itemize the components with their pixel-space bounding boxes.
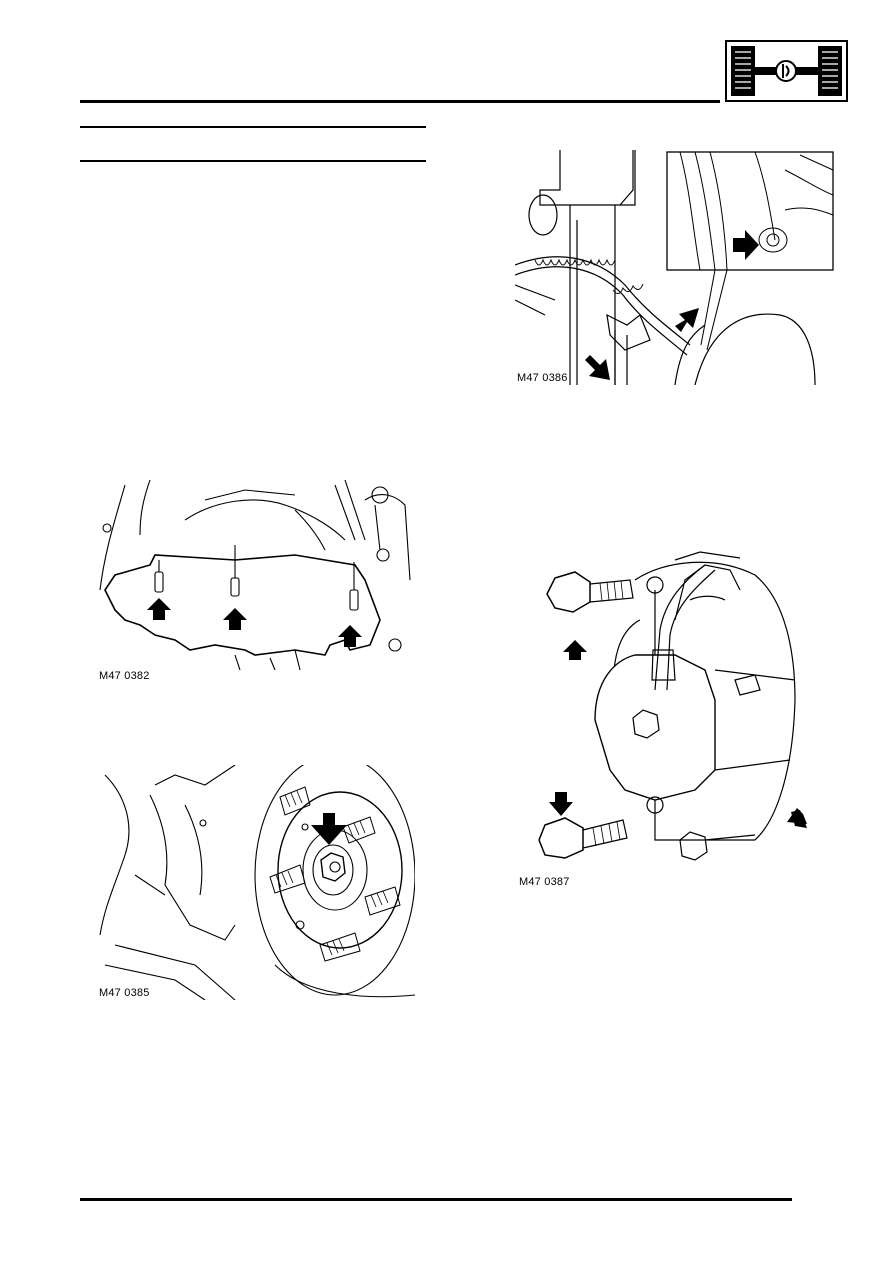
figure-m47-0385: M47 0385 [95,765,415,1000]
figure-m47-0382: M47 0382 [95,480,420,682]
footer-rule [80,1198,792,1201]
figure-caption: M47 0385 [99,987,150,999]
header-rule [80,100,720,103]
left-section-rule-bottom [80,160,426,162]
left-section-rule-top [80,126,426,128]
figure-m47-0386: M47 0386 [515,150,835,385]
figure-m47-0387: M47 0387 [515,540,815,890]
figure-caption: M47 0382 [99,670,150,682]
figure-caption: M47 0387 [519,876,570,888]
figure-caption: M47 0386 [517,372,568,384]
driveshaft-section-icon [725,40,848,102]
